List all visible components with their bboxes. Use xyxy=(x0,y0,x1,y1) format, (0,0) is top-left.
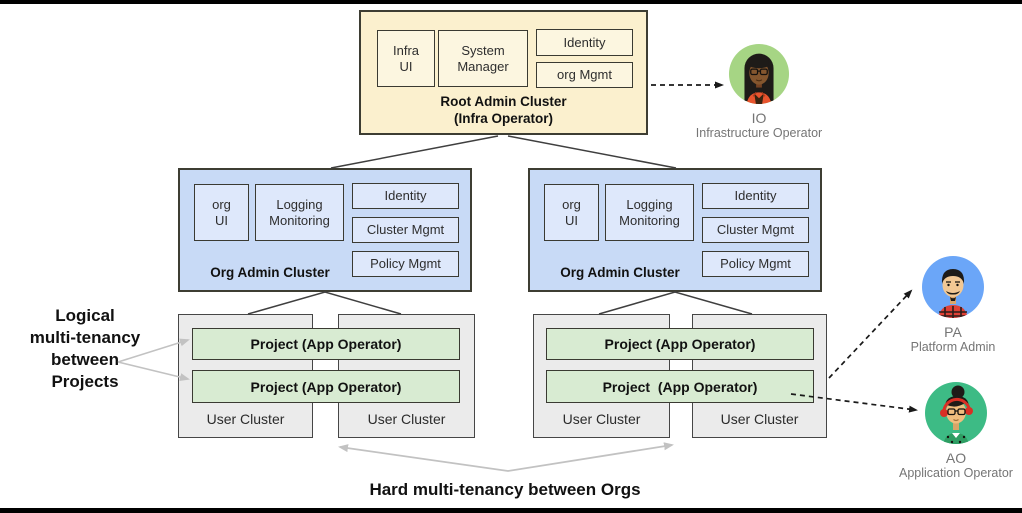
actor-initials: IO xyxy=(751,110,767,126)
actor-role: Application Operator xyxy=(899,466,1013,480)
left-org-to-user-lines xyxy=(247,291,402,315)
actor-role: Infrastructure Operator xyxy=(695,126,823,140)
right-org-to-user-lines xyxy=(598,291,753,315)
logical-multitenancy-note: Logical multi-tenancy between Projects xyxy=(29,306,141,391)
project-bar: Project (App Operator) xyxy=(546,328,814,360)
ao-avatar-icon xyxy=(925,382,987,444)
pa-avatar-icon xyxy=(922,256,984,318)
cluster-mgmt-box: Cluster Mgmt xyxy=(702,217,809,243)
io-avatar-icon xyxy=(728,43,790,105)
org-admin-cluster-left: org UI Logging Monitoring Identity Clust… xyxy=(178,168,472,292)
actor-initials: AO xyxy=(945,450,967,466)
system-manager-box: System Manager xyxy=(438,30,528,87)
cluster-mgmt-box: Cluster Mgmt xyxy=(352,217,459,243)
orgs-double-arrow xyxy=(338,442,674,472)
project-bar: Project (App Operator) xyxy=(546,370,814,403)
org-cluster-title: Org Admin Cluster xyxy=(210,265,330,280)
actor-infrastructure-operator: IO Infrastructure Operator xyxy=(684,43,834,141)
user-cluster-label: User Cluster xyxy=(562,411,641,427)
project-bar: Project (App Operator) xyxy=(192,370,460,403)
actor-application-operator: AO Application Operator xyxy=(881,381,1022,481)
logging-monitoring-box: Logging Monitoring xyxy=(255,184,344,241)
identity-box: Identity xyxy=(352,183,459,209)
user-cluster-label: User Cluster xyxy=(367,411,446,427)
actor-role: Platform Admin xyxy=(910,340,996,354)
policy-mgmt-box: Policy Mgmt xyxy=(702,251,809,277)
root-cluster-title: Root Admin Cluster (Infra Operator) xyxy=(440,94,567,126)
actor-platform-admin: PA Platform Admin xyxy=(878,255,1022,355)
identity-box: Identity xyxy=(702,183,809,209)
org-ui-box: org UI xyxy=(194,184,249,241)
org-admin-cluster-right: org UI Logging Monitoring Identity Clust… xyxy=(528,168,822,292)
root-admin-cluster: Infra UI System Manager Identity org Mgm… xyxy=(359,10,648,135)
bottom-edge-bar xyxy=(0,508,1022,513)
top-edge-bar xyxy=(0,0,1022,4)
logging-monitoring-box: Logging Monitoring xyxy=(605,184,694,241)
org-cluster-title: Org Admin Cluster xyxy=(560,265,680,280)
identity-box: Identity xyxy=(536,29,633,56)
project-bar: Project (App Operator) xyxy=(192,328,460,360)
actor-initials: PA xyxy=(944,324,962,340)
user-cluster-label: User Cluster xyxy=(720,411,799,427)
user-cluster-label: User Cluster xyxy=(206,411,285,427)
infra-ui-box: Infra UI xyxy=(377,30,435,87)
hard-multitenancy-note: Hard multi-tenancy between Orgs xyxy=(369,480,641,499)
org-mgmt-box: org Mgmt xyxy=(536,62,633,88)
org-ui-box: org UI xyxy=(544,184,599,241)
root-to-left-org-line xyxy=(330,135,499,169)
policy-mgmt-box: Policy Mgmt xyxy=(352,251,459,277)
root-to-right-org-line xyxy=(507,135,677,169)
